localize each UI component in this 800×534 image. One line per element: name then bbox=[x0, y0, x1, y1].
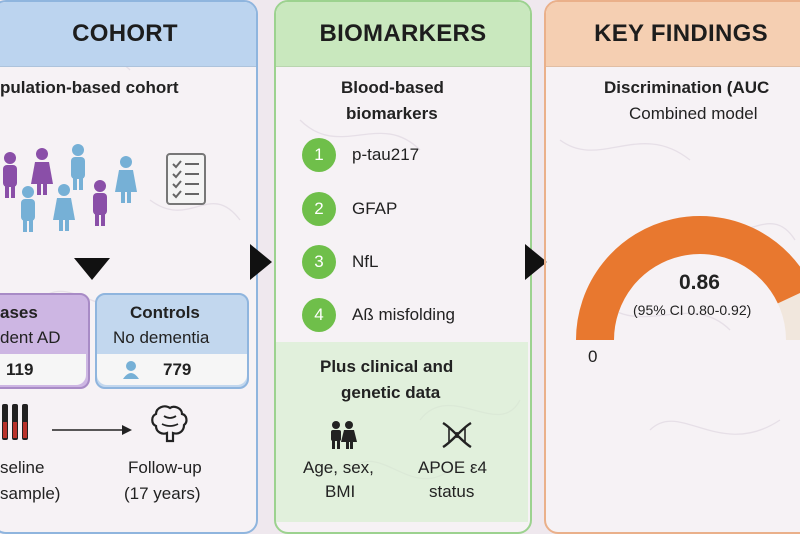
findings-subtitle: Combined model bbox=[629, 104, 758, 123]
biomarker-label-2: GFAP bbox=[352, 199, 398, 218]
cases-subtitle: dent AD bbox=[0, 328, 61, 347]
arrow-cohort-to-biomarkers bbox=[250, 244, 272, 280]
biomarker-label-1: p-tau217 bbox=[352, 145, 420, 164]
baseline-line2: sample) bbox=[0, 484, 61, 503]
biomarker-label-3: NfL bbox=[352, 252, 379, 271]
cohort-header: COHORT bbox=[0, 2, 256, 67]
followup-line2: (17 years) bbox=[124, 484, 201, 503]
clinical-title-line1: Plus clinical and bbox=[320, 357, 454, 376]
auc-confidence-interval: (95% CI 0.80-0.92) bbox=[633, 302, 752, 318]
gauge-fill bbox=[576, 216, 800, 341]
controls-title: Controls bbox=[130, 303, 200, 322]
baseline-line1: seline bbox=[0, 458, 45, 477]
biomarker-number-3: 3 bbox=[302, 245, 336, 279]
clinical-title-line2: genetic data bbox=[341, 383, 441, 402]
dna-icon bbox=[442, 421, 472, 449]
checklist-icon bbox=[166, 153, 206, 205]
biomarkers-title-line2: biomarkers bbox=[346, 104, 438, 123]
person-icon bbox=[123, 361, 139, 379]
gauge-min-label: 0 bbox=[588, 347, 598, 366]
biomarker-number-1: 1 bbox=[302, 138, 336, 172]
biomarkers-title-line1: Blood-based bbox=[341, 78, 444, 97]
population-icon bbox=[3, 144, 137, 232]
brain-icon bbox=[151, 405, 188, 443]
arrow-biomarkers-to-findings bbox=[525, 244, 547, 280]
timeline-arrow bbox=[52, 425, 132, 435]
demographics-line1: Age, sex, bbox=[303, 458, 374, 477]
demographics-line2: BMI bbox=[325, 482, 356, 501]
cases-count: 119 bbox=[6, 360, 34, 379]
cohort-subtitle: pulation-based cohort bbox=[0, 78, 179, 97]
biomarker-number-4: 4 bbox=[302, 298, 336, 332]
auc-gauge bbox=[576, 216, 800, 341]
controls-subtitle: No dementia bbox=[113, 328, 210, 347]
findings-title: Discrimination (AUC bbox=[604, 78, 770, 97]
clinical-data-box bbox=[276, 342, 528, 522]
blood-sample-icon bbox=[2, 404, 28, 440]
findings-header: KEY FINDINGS bbox=[546, 2, 800, 67]
apoe-line2: status bbox=[429, 482, 475, 501]
controls-count: 779 bbox=[163, 360, 192, 379]
followup-line1: Follow-up bbox=[128, 458, 202, 477]
apoe-line1: APOE ε4 bbox=[418, 458, 487, 477]
auc-value: 0.86 bbox=[679, 271, 720, 294]
cases-title: ases bbox=[0, 303, 38, 322]
couple-icon bbox=[331, 421, 357, 449]
controls-count-area bbox=[97, 354, 247, 385]
cases-count-area bbox=[0, 354, 86, 385]
biomarkers-header: BIOMARKERS bbox=[276, 2, 530, 67]
down-arrow-icon bbox=[74, 258, 110, 280]
biomarker-label-4: Aß misfolding bbox=[352, 305, 455, 324]
biomarker-number-2: 2 bbox=[302, 192, 336, 226]
